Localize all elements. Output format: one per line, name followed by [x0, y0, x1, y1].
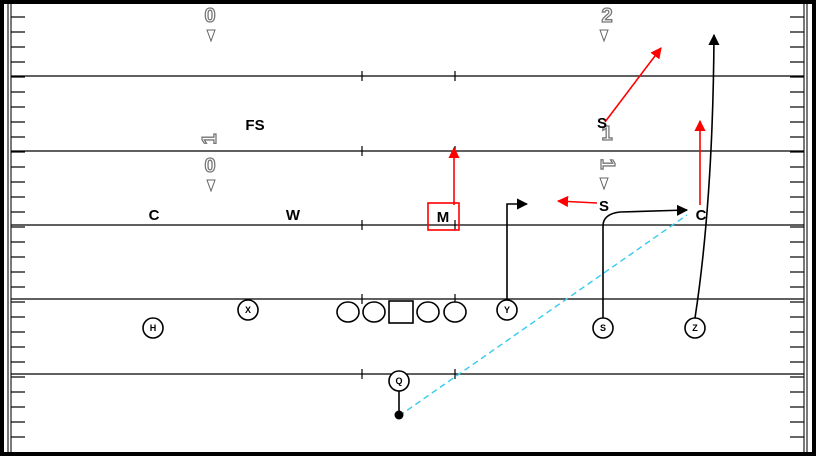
yard-number-right-mid: 1 [595, 158, 618, 170]
yard-number-right-low: 1 [599, 122, 613, 191]
svg-text:X: X [245, 305, 251, 315]
player-h: H [142, 317, 164, 339]
defender-fs: FS [245, 117, 264, 134]
pass-line [398, 214, 688, 417]
svg-text:Z: Z [692, 323, 698, 333]
player-q: Q [388, 370, 410, 392]
svg-text:Y: Y [504, 305, 510, 315]
svg-text:0: 0 [204, 5, 215, 27]
svg-text:S: S [600, 323, 606, 333]
route-y [506, 198, 529, 300]
route-slot [602, 204, 689, 318]
box-safety-arrow [556, 195, 598, 208]
edge-hash-marks [11, 16, 804, 438]
svg-text:1: 1 [199, 133, 221, 144]
yard-number-left-low: 0 [204, 154, 216, 193]
svg-text:1: 1 [601, 123, 612, 145]
defender-c-left: C [149, 207, 160, 224]
svg-text:Q: Q [395, 376, 402, 386]
player-z: Z [684, 317, 706, 339]
defender-c-right: C [696, 207, 707, 224]
defender-w: W [286, 207, 301, 224]
player-slot: S [592, 317, 614, 339]
offensive-line [336, 300, 467, 324]
svg-text:0: 0 [204, 155, 215, 177]
svg-text:2: 2 [601, 5, 612, 27]
player-x: X [237, 299, 259, 321]
yard-number-left-top: 0 [204, 4, 216, 43]
mike-highlight-box [427, 202, 460, 231]
svg-text:1: 1 [596, 158, 618, 169]
svg-text:H: H [150, 323, 157, 333]
route-z [694, 33, 720, 319]
yard-number-left-mid: 1 [198, 133, 221, 145]
yard-number-right-top: 2 [599, 4, 613, 43]
defender-s-deep: S [597, 115, 607, 132]
player-y: Y [496, 299, 518, 321]
defender-m: M [437, 209, 450, 226]
defender-s-box: S [599, 198, 609, 215]
deep-safety-arrow [604, 47, 662, 123]
qb-drop-point [394, 410, 404, 420]
